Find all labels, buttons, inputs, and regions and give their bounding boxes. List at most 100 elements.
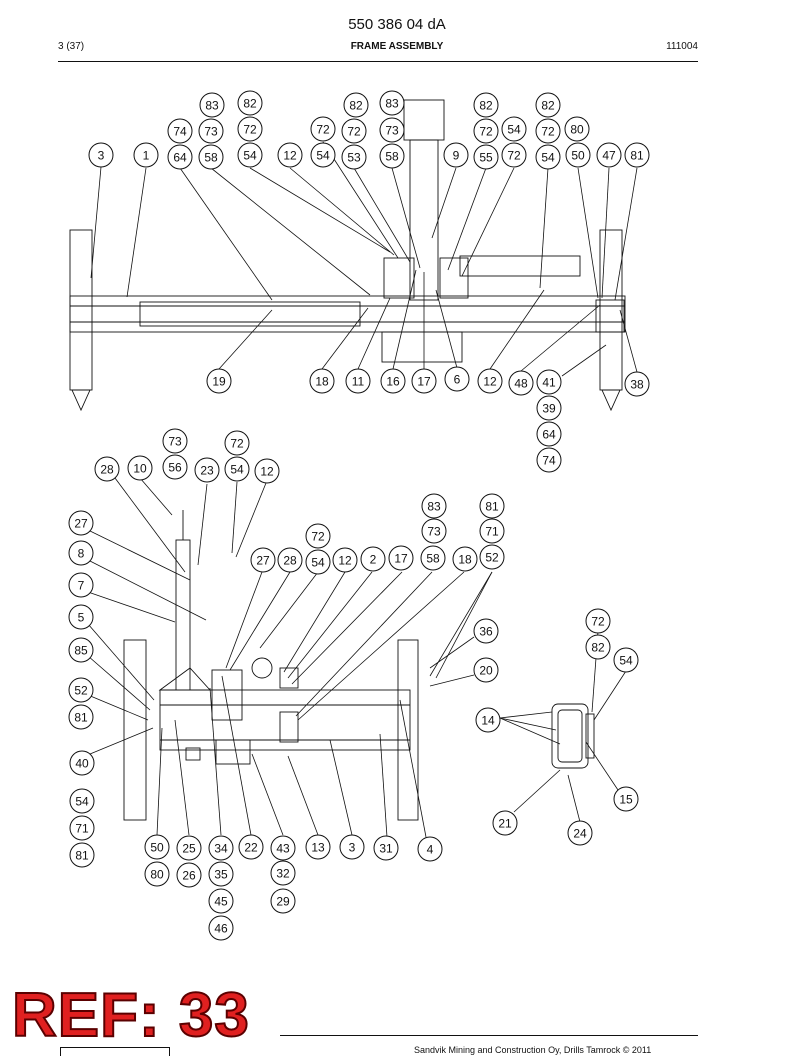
balloon-circle [567,820,593,846]
part-balloon: 56 [162,454,188,480]
balloon-number: 1 [143,149,150,163]
balloon-circle [535,144,561,170]
part-balloon: 35 [208,861,234,887]
part-balloon: 3 [339,834,365,860]
part-balloon: 22 [238,834,264,860]
part-balloon: 71 [479,518,505,544]
balloon-number: 17 [417,375,431,389]
balloon-circle [380,368,406,394]
balloon-number: 40 [75,757,89,771]
balloon-circle [341,144,367,170]
part-balloon: 50 [565,142,591,168]
leader-lines [87,141,638,838]
balloon-number: 23 [200,464,214,478]
part-balloon: 54 [305,549,331,575]
balloon-circle [379,143,405,169]
balloon-circle [332,547,358,573]
balloon-circle [508,370,534,396]
part-balloon: 9 [443,142,469,168]
part-balloon: 39 [536,395,562,421]
balloon-number: 17 [394,552,408,566]
balloon-number: 28 [283,554,297,568]
balloon-number: 5 [78,611,85,625]
part-balloon: 34 [208,835,234,861]
balloon-circle [388,545,414,571]
balloon-circle [501,142,527,168]
balloon-number: 19 [212,375,226,389]
sandvik-logo [60,1047,170,1056]
balloon-number: 71 [485,525,499,539]
balloon-number: 10 [133,462,147,476]
balloon-number: 85 [74,644,88,658]
balloon-circle [379,117,405,143]
balloon-circle [208,861,234,887]
balloon-circle [421,518,447,544]
part-balloon: 73 [379,117,405,143]
balloon-circle [305,834,331,860]
balloon-circle [596,142,622,168]
part-balloon: 5 [68,604,94,630]
balloon-circle [501,116,527,142]
balloon-circle [68,677,94,703]
balloon-circle [310,142,336,168]
balloon-circle [254,458,280,484]
balloon-number: 54 [541,151,555,165]
balloon-number: 18 [315,375,329,389]
balloon-number: 41 [542,376,556,390]
balloon-circle [208,835,234,861]
balloon-number: 20 [479,664,493,678]
part-balloon: 18 [309,368,335,394]
part-balloon: 27 [250,547,276,573]
part-balloon: 52 [68,677,94,703]
balloon-circle [208,888,234,914]
balloon-circle [379,90,405,116]
part-balloon: 85 [68,637,94,663]
balloon-number: 74 [542,454,556,468]
balloon-number: 25 [182,842,196,856]
balloon-number: 21 [498,817,512,831]
balloon-number: 52 [74,684,88,698]
balloon-number: 26 [182,869,196,883]
balloon-number: 12 [483,375,497,389]
balloon-number: 81 [74,711,88,725]
page-title: FRAME ASSEMBLY [350,41,444,52]
balloon-number: 82 [349,99,363,113]
frame-side-view [69,99,626,412]
balloon-circle [624,142,650,168]
part-balloon: 80 [144,861,170,887]
part-balloon: 82 [237,90,263,116]
part-balloon: 48 [508,370,534,396]
part-balloon: 64 [167,144,193,170]
part-balloon: 72 [585,608,611,634]
balloon-circle [237,116,263,142]
balloon-circle [345,368,371,394]
part-balloon: 81 [479,493,505,519]
balloon-circle [536,369,562,395]
balloon-circle [176,862,202,888]
balloon-circle [94,456,120,482]
part-balloon: 8 [68,540,94,566]
part-balloon: 43 [270,835,296,861]
balloon-number: 12 [260,465,274,479]
balloon-circle [68,604,94,630]
balloon-number: 6 [454,373,461,387]
balloon-circle [475,707,501,733]
balloon-circle [69,815,95,841]
balloon-number: 72 [347,125,361,139]
balloon-circle [224,430,250,456]
part-balloon: 55 [473,144,499,170]
balloon-circle [270,835,296,861]
document-code: 111004 [666,41,698,52]
balloon-circle [536,447,562,473]
balloon-circle [411,368,437,394]
balloon-circle [224,456,250,482]
balloon-circle [127,455,153,481]
part-balloon: 12 [277,142,303,168]
part-balloon: 24 [567,820,593,846]
balloon-number: 83 [205,99,219,113]
balloon-circle [564,116,590,142]
balloon-circle [194,457,220,483]
part-balloon: 28 [277,547,303,573]
part-balloon: 10 [127,455,153,481]
